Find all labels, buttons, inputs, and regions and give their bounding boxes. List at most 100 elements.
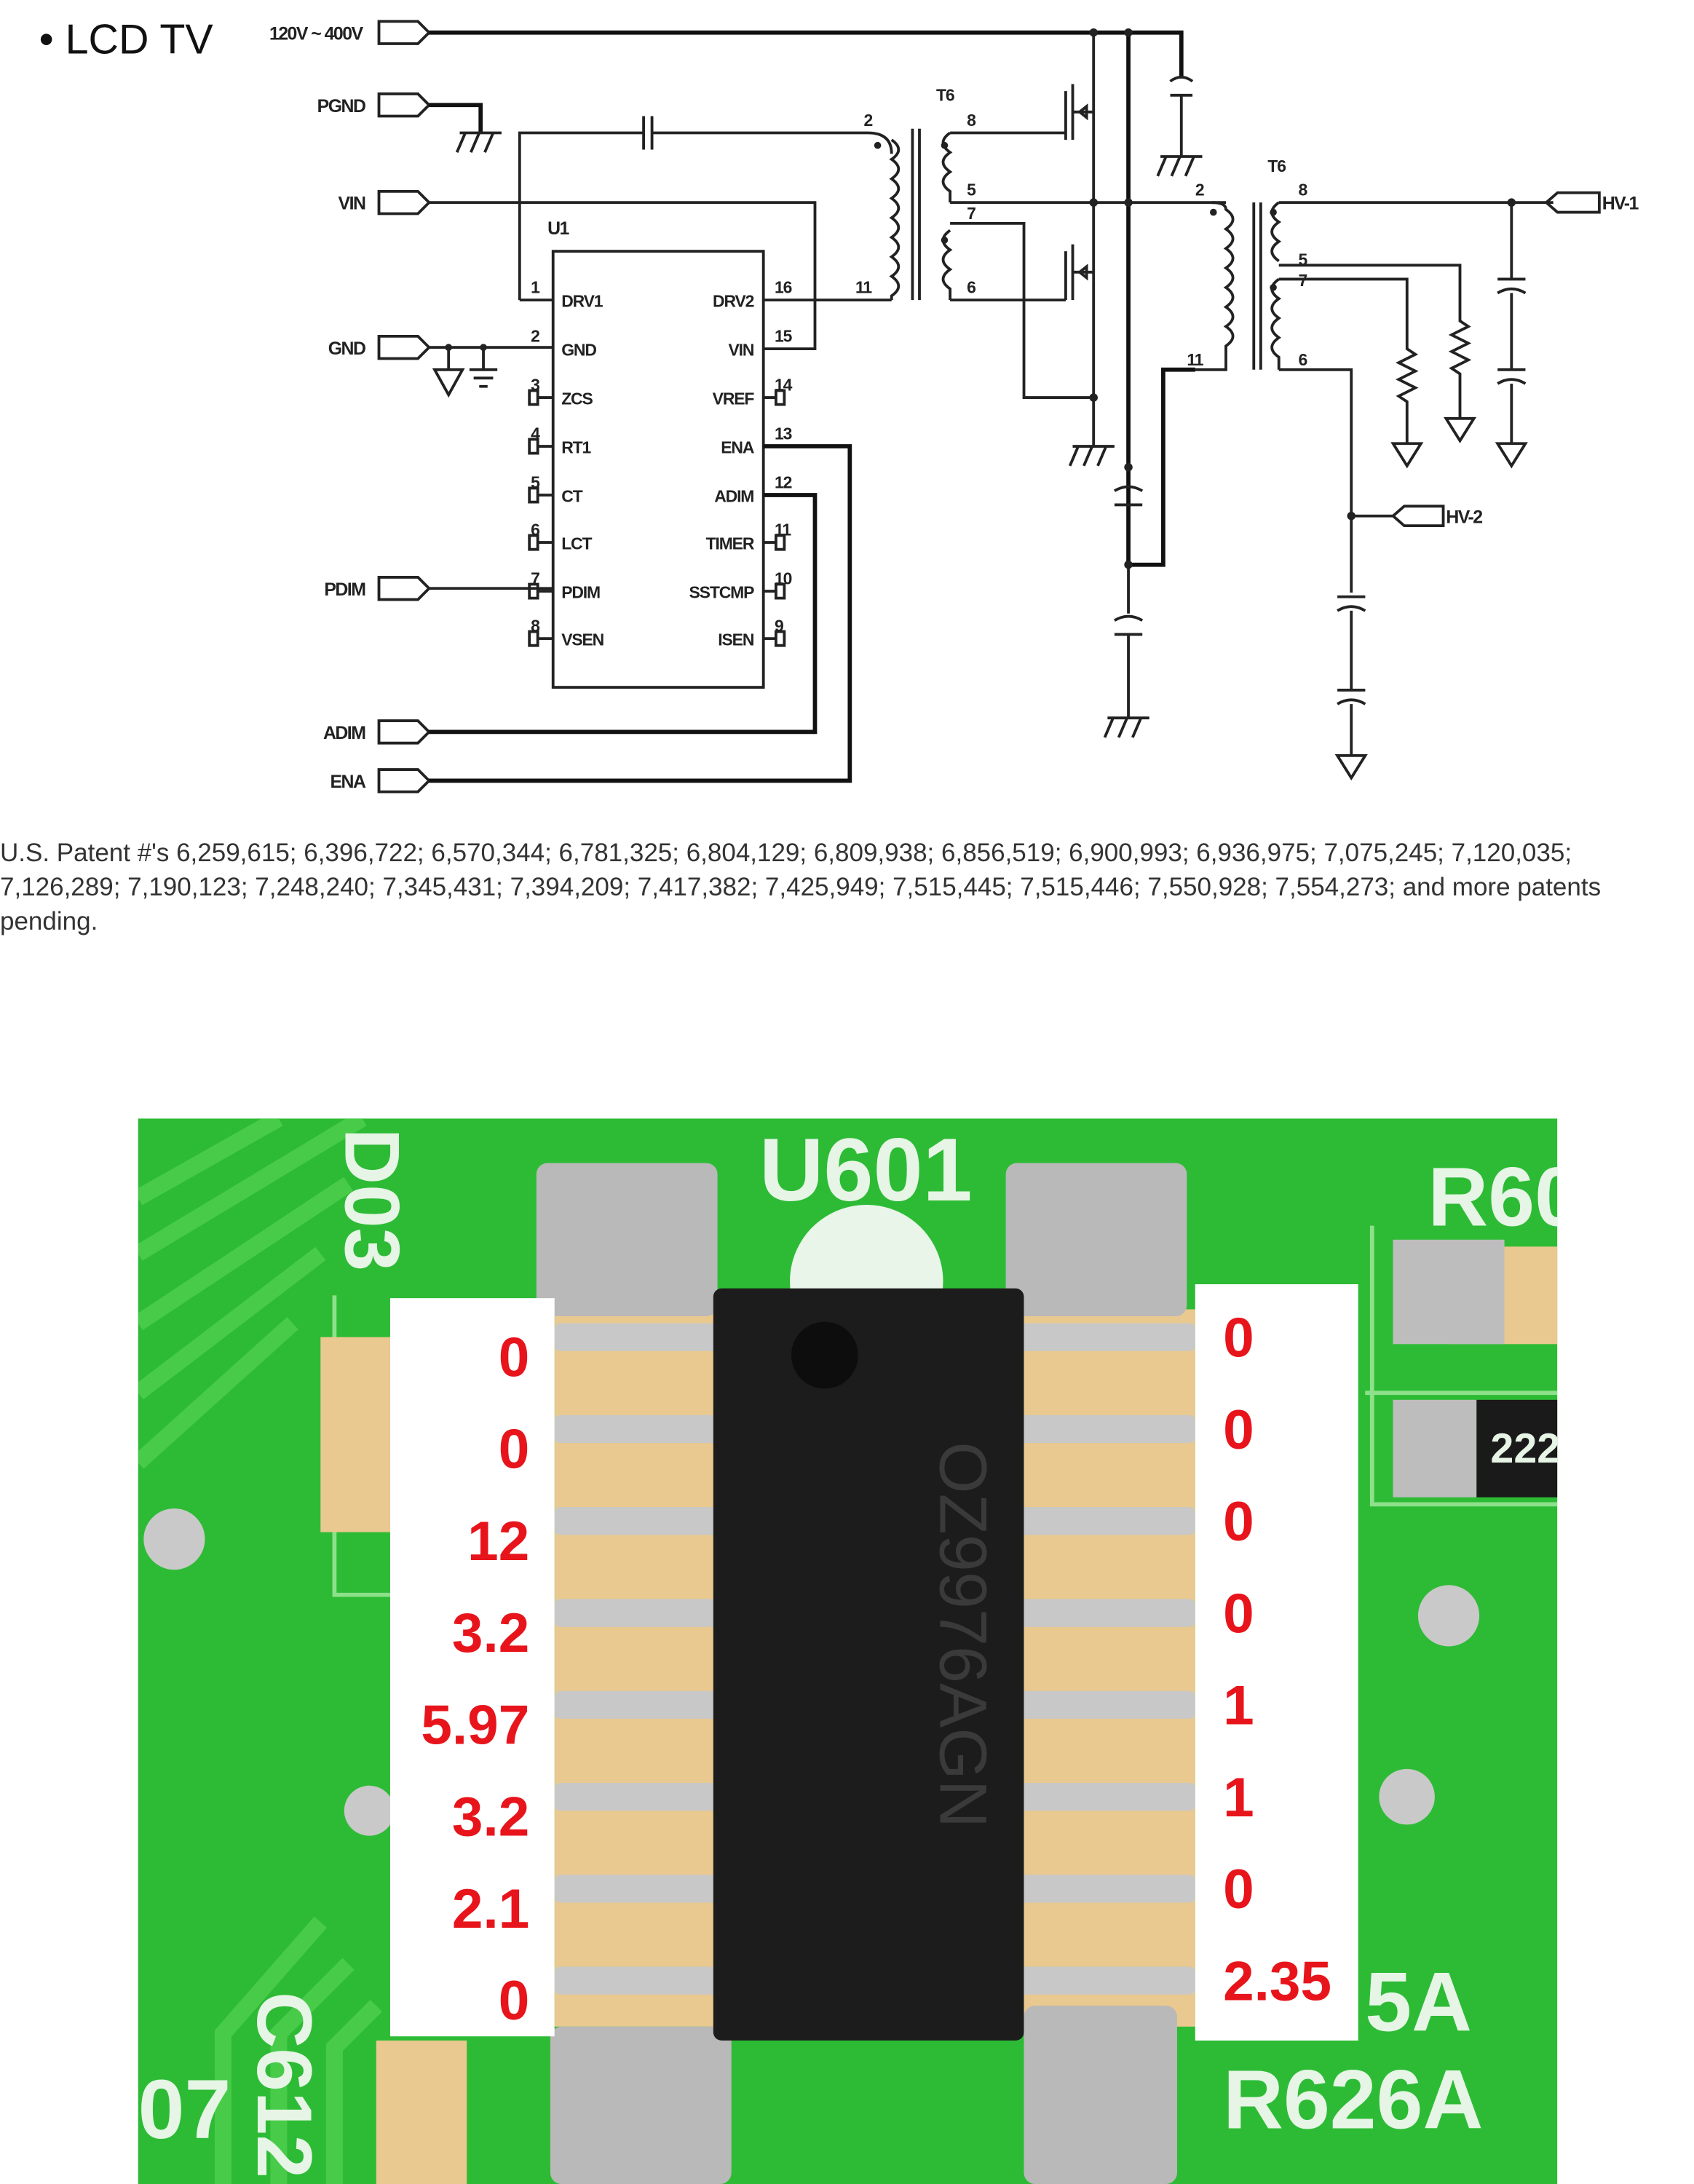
wires [429,28,1554,783]
label-07: 07 [138,2063,231,2156]
t2-pin-6: 6 [1299,350,1307,369]
t1-pin-7: 7 [967,204,975,223]
left-pin-voltage: 3.2 [452,1787,529,1848]
right-pin-voltage: 1 [1223,1675,1254,1737]
left-pin-voltage: 3.2 [452,1602,529,1664]
label-d03: D03 [329,1128,416,1272]
ic-pin-name: LCT [561,534,592,553]
ic-lead [1019,1599,1195,1627]
t1-pin-8: 8 [967,111,976,130]
t1-pin-11: 11 [855,278,872,297]
t2-pin-11: 11 [1187,350,1203,369]
t6-label-2: T6 [1267,157,1286,175]
right-pin-voltage: 0 [1223,1859,1254,1920]
ic-lead [554,1875,729,1903]
ic-lead [554,1415,729,1444]
ic-lead [1019,1875,1195,1903]
ic-pin-number: 1 [531,278,540,297]
port-shape [377,92,432,118]
ic-pin-name: CT [561,487,582,506]
left-pin-voltage: 0 [499,1419,530,1481]
ic-pin-name: VREF [713,389,755,408]
ic-pins: DRV11DRV216GND2VIN15ZCS3VREF14RT14ENA13C… [528,278,793,649]
right-pin-voltage: 2.35 [1223,1950,1331,2012]
port-label: PDIM [324,579,365,600]
ic-lead [554,1507,729,1535]
label-r626a: R626A [1223,2053,1483,2146]
ic-pin-name: VIN [728,341,753,360]
ic-lead [1019,1690,1195,1719]
ic-pin-name: ISEN [718,630,754,649]
port-shape [377,334,432,360]
left-pin-voltage: 2.1 [452,1878,529,1940]
label-r60: R60 [1428,1151,1581,1244]
ic-pin-name: TIMER [706,534,755,553]
ic-pin-number: 16 [775,278,792,297]
ic-pin-name: VSEN [561,630,603,649]
label-c612: C612 [241,1992,328,2178]
port-shape [377,189,432,215]
ic-pin-name: GND [561,341,596,360]
ic-lead [1019,1507,1195,1535]
ic-pin-name: RT1 [561,438,591,457]
ic-lead [1019,1323,1195,1351]
t1-pin-6: 6 [967,278,975,297]
port-hv2-label: HV-2 [1446,507,1482,527]
right-pin-voltage: 1 [1223,1767,1254,1829]
ic-lead [554,1966,729,1995]
ic-lead [1019,1966,1195,1995]
patent-notice: U.S. Patent #'s 6,259,615; 6,396,722; 6,… [0,839,1602,935]
nc-pin [763,389,786,406]
left-pin-voltage: 0 [499,1326,530,1388]
port-label: ENA [330,772,365,792]
ic-pin-name: ADIM [714,487,753,506]
ic-pin-name: SSTCMP [689,583,755,602]
port-shape [377,768,432,794]
left-pin-voltage: 0 [499,1970,530,2032]
t6-label-1: T6 [936,85,954,104]
nc-pin [528,438,553,455]
t2-pin-5: 5 [1299,250,1308,269]
ic-u1-body [551,250,765,689]
left-pin-voltage: 12 [467,1511,529,1572]
ic-lead [1019,1415,1195,1444]
nc-pin [528,389,553,406]
ic-lead [554,1782,729,1811]
nc-pin [763,534,786,551]
ic-lead [554,1690,729,1719]
port-hv1-label: HV-1 [1602,194,1639,214]
ic-pin-name: DRV2 [713,292,754,311]
ic-name: U1 [547,218,569,239]
port-shape [377,719,432,745]
t2-pin-2: 2 [1195,181,1204,199]
nc-pin [528,486,553,504]
nc-pin [528,630,553,647]
t1-pin-5: 5 [967,181,976,199]
port-label: PGND [317,96,365,116]
ic-pin-number: 2 [531,327,539,346]
left-pin-voltage: 5.97 [421,1694,529,1756]
label-u601: U601 [759,1120,973,1219]
ic-lead [554,1599,729,1627]
nc-pin [528,534,553,551]
right-voltage-panel [1195,1284,1358,2041]
ic-lead [554,1323,729,1351]
label-222: 222 [1490,1425,1560,1472]
right-pin-voltage: 0 [1223,1399,1254,1461]
ic-pin-name: PDIM [561,583,600,602]
port-label: ADIM [323,723,365,743]
port-hv2 [1390,505,1445,528]
nc-pin [528,582,553,600]
ic-pin-name: ENA [721,438,754,457]
port-label: GND [328,339,365,359]
nc-pin [763,582,786,600]
t2-pin-7: 7 [1299,271,1307,290]
ic-chip [713,1288,1024,2041]
t2-pin-8: 8 [1299,181,1308,199]
port-shape [377,20,432,45]
ic-lead [1019,1782,1195,1811]
right-pin-voltage: 0 [1223,1307,1254,1369]
port-hv1 [1544,191,1601,214]
ic-pin-number: 12 [775,472,792,491]
